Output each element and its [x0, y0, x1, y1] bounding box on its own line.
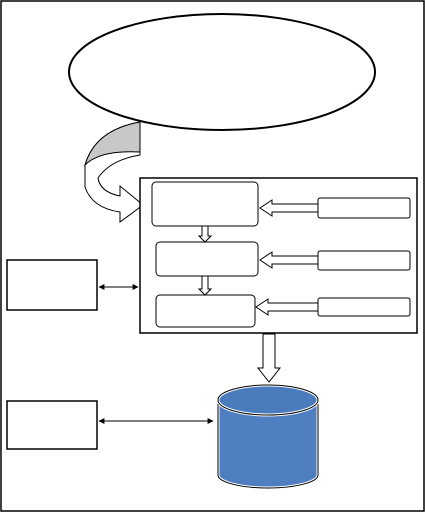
actor-bottom-box: [6, 400, 98, 450]
input-2-arrow: [259, 251, 319, 269]
process-to-database-arrow: [256, 333, 282, 383]
stage-2-to-3-arrow: [197, 275, 213, 296]
database-cylinder: [216, 383, 320, 490]
input-2-box: [317, 250, 411, 271]
input-3-arrow: [255, 298, 319, 316]
stage-2-box: [155, 241, 259, 277]
input-3-box: [317, 297, 411, 317]
input-1-box: [317, 197, 411, 219]
actor-top-box: [6, 259, 98, 311]
stage-3-box: [155, 294, 256, 328]
top-ellipse: [68, 13, 376, 131]
stage-1-box: [151, 181, 259, 227]
curved-arrow-top: [83, 121, 141, 167]
stage-1-to-2-arrow: [197, 225, 213, 243]
input-1-arrow: [259, 199, 319, 217]
